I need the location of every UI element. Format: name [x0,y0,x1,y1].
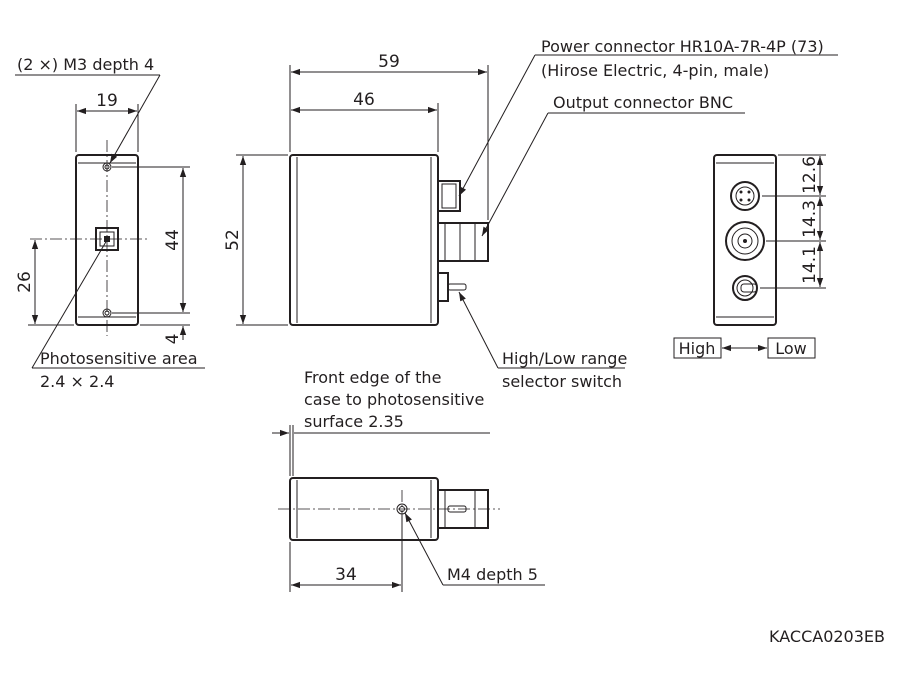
m3-callout: (2 ×) M3 depth 4 [15,55,161,164]
dim-4-value: 4 [163,334,183,345]
side-view [289,154,489,326]
low-box [767,337,816,359]
low-label: Low [775,339,807,358]
switch-callout: High/Low range selector switch [458,291,627,391]
dim-46-value: 46 [353,90,375,110]
photo-area-callout: Photosensitive area 2.4 × 2.4 [31,239,205,391]
dim-19-value: 19 [96,91,118,111]
photo-size-label: 2.4 × 2.4 [40,372,114,391]
dim-19: 19 [75,91,139,152]
dim-34-value: 34 [335,565,357,585]
power-label-1: Power connector HR10A-7R-4P (73) [541,37,824,56]
m4-hole [396,503,408,515]
high-box [673,337,722,359]
dim-26: 26 [15,240,74,326]
side-view-body [289,154,439,326]
front-label-3: surface 2.35 [304,412,404,431]
switch-label-1: High/Low range [502,349,627,368]
dim-44-value: 44 [163,229,183,251]
rear-bnc-connector [725,221,765,261]
dim-14-3-value: 14.3 [800,200,820,238]
dim-59-value: 59 [378,52,400,72]
photosensitive-window [95,227,119,251]
dim-14-1-value: 14.1 [800,246,820,284]
photo-area-label: Photosensitive area [40,349,198,368]
dim-34: 34 [289,515,403,592]
power-label-2: (Hirose Electric, 4-pin, male) [541,61,769,80]
m3-hole-bottom [102,308,112,318]
high-label: High [679,339,716,358]
dim-52: 52 [223,154,288,326]
dim-12-6-value: 12.6 [800,156,820,194]
front-edge-callout: Front edge of the case to photosensitive… [272,368,490,476]
front-label-1: Front edge of the [304,368,441,387]
high-low-indicator: High Low [673,337,816,359]
m4-label: M4 depth 5 [447,565,538,584]
front-label-2: case to photosensitive [304,390,484,409]
dim-26-value: 26 [15,271,35,293]
output-callout: Output connector BNC [481,93,745,237]
bnc-connector [437,222,489,262]
power-connector [437,180,461,212]
rear-view [713,154,777,326]
rear-view-body [713,154,777,326]
dim-44: 44 4 [112,166,190,345]
output-label: Output connector BNC [553,93,733,112]
rear-dims: 12.6 14.3 14.1 [760,154,826,289]
bottom-view [278,477,500,541]
m3-label: (2 ×) M3 depth 4 [17,55,154,74]
m4-callout: M4 depth 5 [404,512,545,586]
drawing-code: KACCA0203EB [769,627,885,646]
front-view [30,140,150,336]
rear-power-connector [730,181,760,211]
power-callout: Power connector HR10A-7R-4P (73) (Hirose… [458,37,838,197]
dim-46: 46 [291,90,439,152]
bottom-bnc [437,489,489,529]
dim-52-value: 52 [223,229,243,251]
dim-59: 59 [289,52,489,220]
range-switch [437,272,449,302]
switch-label-2: selector switch [502,372,622,391]
m3-hole-top [102,162,112,172]
